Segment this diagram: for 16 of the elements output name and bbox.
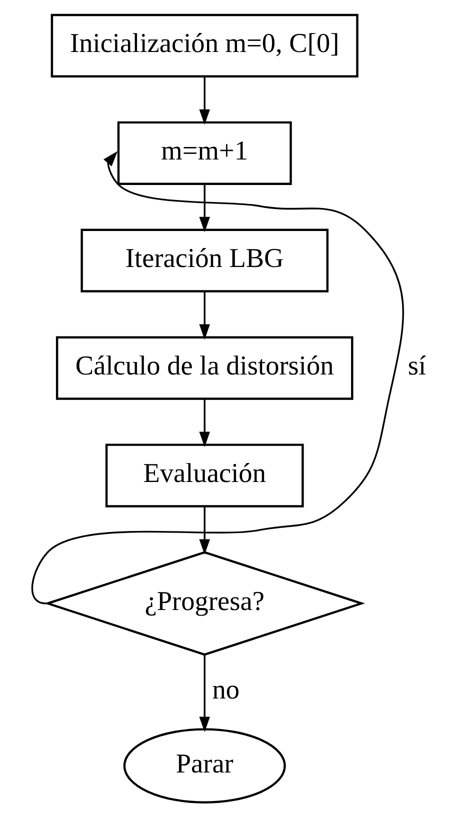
node-box: Inicialización m=0, C[0] <box>50 14 358 78</box>
edge-label: sí <box>408 350 426 381</box>
arrow <box>199 506 210 555</box>
node-diamond: ¿Progresa? <box>44 551 366 656</box>
node-ellipse: Parar <box>123 728 286 804</box>
node-box: m=m+1 <box>117 121 292 185</box>
node-box: Iteración LBG <box>80 228 329 292</box>
arrow <box>199 655 210 732</box>
node-box: Cálculo de la distorsión <box>56 336 354 400</box>
arrow <box>199 76 210 125</box>
node-box: Evaluación <box>105 444 304 508</box>
arrow <box>199 184 210 232</box>
arrow <box>199 399 210 448</box>
edge-label: no <box>212 674 240 705</box>
arrow <box>32 151 404 604</box>
arrow <box>199 292 210 340</box>
